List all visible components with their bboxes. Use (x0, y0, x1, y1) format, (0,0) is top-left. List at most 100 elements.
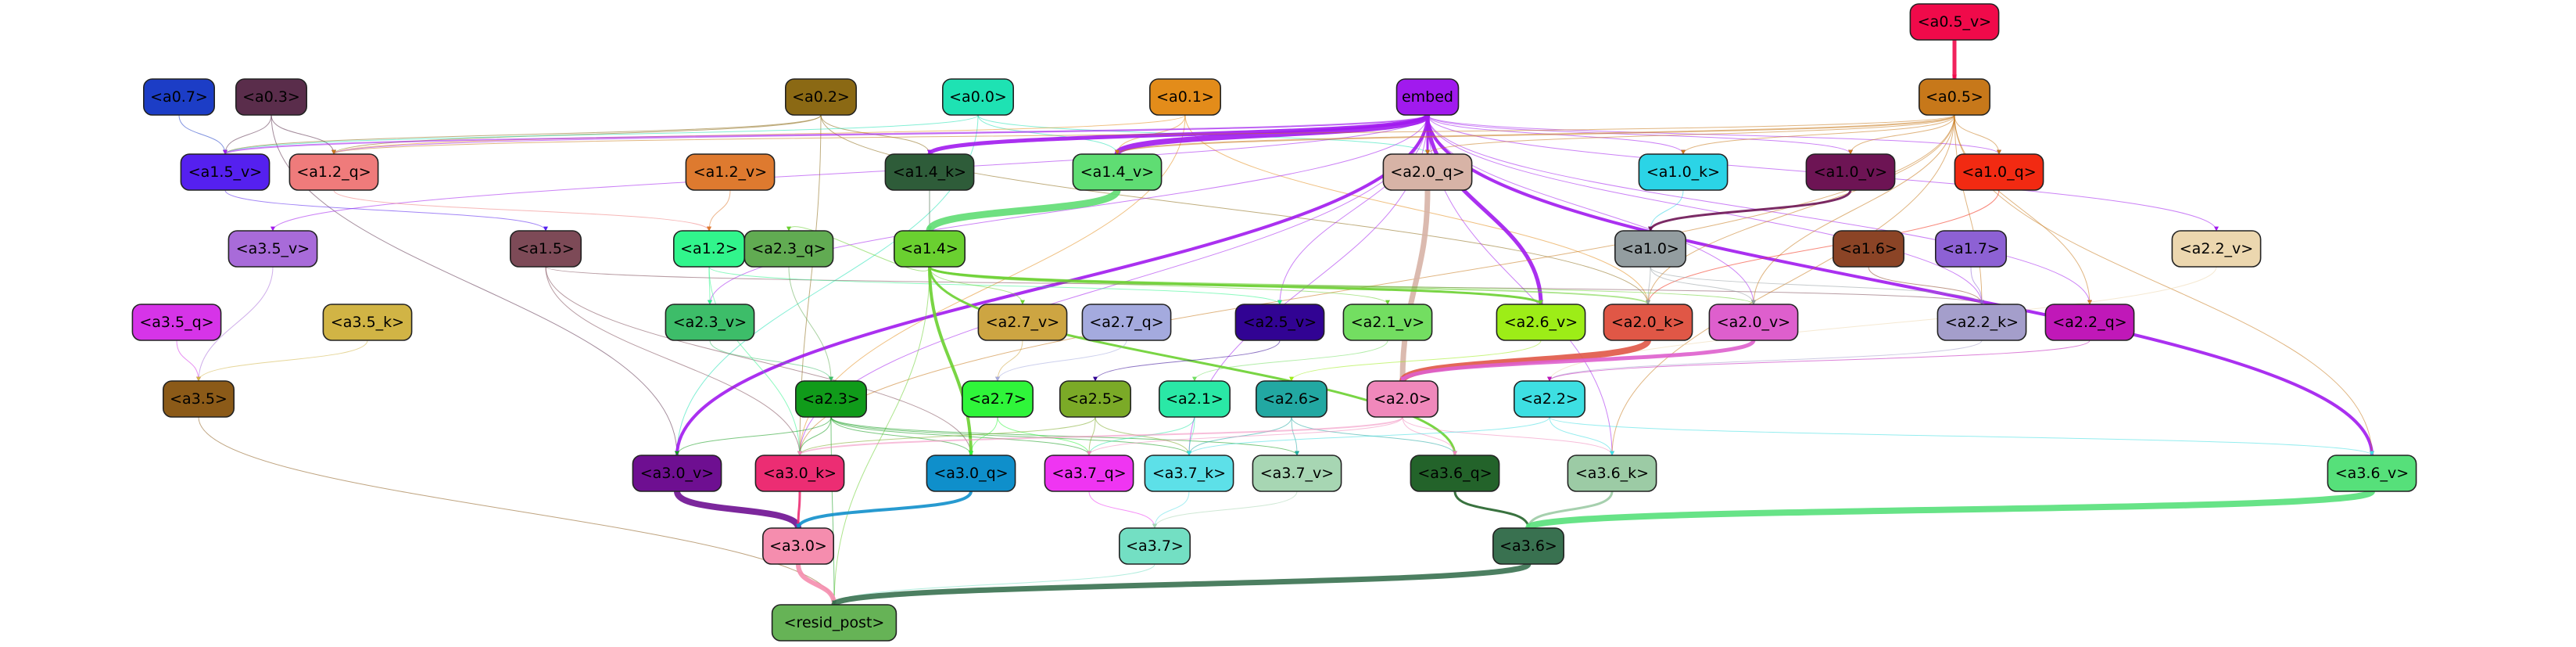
edge-a1_2_q-to-a1_2 (333, 189, 711, 232)
edge-a2_6_v-to-a2_6 (1289, 340, 1542, 382)
edge-a2_3_q-to-a2_3 (788, 266, 833, 382)
node-a0_1[interactable]: <a0.1> (1149, 78, 1222, 116)
node-a0_5_v[interactable]: <a0.5_v> (1909, 3, 2000, 41)
node-label-a0_5: <a0.5> (1926, 88, 1983, 106)
node-a1_5_v[interactable]: <a1.5_v> (180, 153, 270, 191)
node-label-a0_2: <a0.2> (792, 88, 850, 106)
node-box-a2_6_v (1496, 304, 1586, 341)
node-a2_2[interactable]: <a2.2> (1514, 380, 1586, 418)
edge-a0_5-to-a1_0_k (1681, 114, 1955, 155)
node-a2_3_q[interactable]: <a2.3_q> (743, 230, 834, 268)
node-box-a3_5_q (131, 304, 222, 341)
node-a2_6_v[interactable]: <a2.6_v> (1496, 304, 1586, 341)
node-a2_7[interactable]: <a2.7> (962, 380, 1034, 418)
edge-embed-to-a3_0_v (675, 114, 1429, 456)
node-a3_7_v[interactable]: <a3.7_v> (1252, 455, 1342, 492)
node-a3_5[interactable]: <a3.5> (163, 380, 235, 418)
node-box-a3_7 (1119, 527, 1191, 565)
node-a3_5_k[interactable]: <a3.5_k> (322, 304, 413, 341)
node-box-a2_2_v (2171, 230, 2262, 268)
node-box-a2_3_v (665, 304, 755, 341)
node-a2_1[interactable]: <a2.1> (1159, 380, 1231, 418)
edge-a2_1-to-a3_7_k (1187, 416, 1195, 456)
node-resid_post[interactable]: <resid_post> (771, 604, 897, 642)
node-a1_2_q[interactable]: <a1.2_q> (288, 153, 379, 191)
node-label-a3_5_q: <a3.5_q> (139, 314, 213, 331)
node-box-a3_0_q (926, 455, 1016, 492)
node-a2_2_q[interactable]: <a2.2_q> (2044, 304, 2135, 341)
node-a3_0_k[interactable]: <a3.0_k> (754, 455, 845, 492)
node-a1_0_v[interactable]: <a1.0_v> (1805, 153, 1896, 191)
node-a2_0_q[interactable]: <a2.0_q> (1382, 153, 1473, 191)
node-label-a3_7_v: <a3.7_v> (1260, 465, 1334, 482)
node-a1_4_k[interactable]: <a1.4_k> (884, 153, 975, 191)
node-a1_0_k[interactable]: <a1.0_k> (1638, 153, 1729, 191)
node-a1_2[interactable]: <a1.2> (672, 230, 745, 268)
node-a1_4_v[interactable]: <a1.4_v> (1072, 153, 1163, 191)
node-a3_6_q[interactable]: <a3.6_q> (1410, 455, 1500, 492)
node-a1_4[interactable]: <a1.4> (894, 230, 966, 268)
node-embed[interactable]: embed (1395, 78, 1460, 116)
node-label-a3_6: <a3.6> (1499, 537, 1557, 555)
node-a2_2_k[interactable]: <a2.2_k> (1936, 304, 2027, 341)
node-a2_3_v[interactable]: <a2.3_v> (665, 304, 755, 341)
edge-a3_5_v-to-a3_5 (196, 266, 274, 382)
node-a2_6[interactable]: <a2.6> (1256, 380, 1328, 418)
node-a2_0[interactable]: <a2.0> (1367, 380, 1439, 418)
edge-a1_4-to-a3_0_q (928, 266, 973, 456)
node-a1_0[interactable]: <a1.0> (1614, 230, 1687, 268)
node-a3_6_k[interactable]: <a3.6_k> (1567, 455, 1657, 492)
edge-a1_4-to-a2_6_v (928, 265, 1543, 306)
node-box-a3_7_k (1144, 455, 1234, 492)
node-a3_6[interactable]: <a3.6> (1492, 527, 1565, 565)
edge-a0_5-to-a2_2_k (1954, 114, 1984, 305)
node-a0_0[interactable]: <a0.0> (942, 78, 1015, 116)
node-a2_5[interactable]: <a2.5> (1059, 380, 1132, 418)
node-box-a0_3 (235, 78, 307, 116)
node-a1_6[interactable]: <a1.6> (1833, 230, 1905, 268)
node-a3_6_v[interactable]: <a3.6_v> (2327, 455, 2417, 492)
node-a3_0_v[interactable]: <a3.0_v> (632, 455, 722, 492)
node-box-a2_2_q (2044, 304, 2135, 341)
node-a1_2_v[interactable]: <a1.2_v> (685, 153, 776, 191)
node-label-a2_7: <a2.7> (969, 390, 1026, 408)
node-a0_7[interactable]: <a0.7> (143, 78, 216, 116)
node-a0_5[interactable]: <a0.5> (1919, 78, 1991, 116)
edge-a2_5-to-a3_0_k (797, 416, 1096, 456)
node-a2_1_v[interactable]: <a2.1_v> (1342, 304, 1433, 341)
edge-a2_0-to-a3_6_k (1402, 416, 1614, 456)
node-a2_5_v[interactable]: <a2.5_v> (1234, 304, 1325, 341)
node-label-a3_0_q: <a3.0_q> (933, 465, 1008, 482)
node-a0_2[interactable]: <a0.2> (784, 78, 857, 116)
node-a1_0_q[interactable]: <a1.0_q> (1954, 153, 2044, 191)
edge-a1_5-to-a3_0_k (545, 266, 802, 456)
edge-a0_5-to-a2_0_q (1425, 114, 1955, 155)
node-label-a2_5_v: <a2.5_v> (1243, 314, 1317, 331)
node-a3_0_q[interactable]: <a3.0_q> (926, 455, 1016, 492)
node-a1_5[interactable]: <a1.5> (509, 230, 582, 268)
edge-embed-to-a1_0_v (1427, 114, 1853, 155)
node-a2_2_v[interactable]: <a2.2_v> (2171, 230, 2262, 268)
node-a0_3[interactable]: <a0.3> (235, 78, 307, 116)
node-a3_5_q[interactable]: <a3.5_q> (131, 304, 222, 341)
node-a3_5_v[interactable]: <a3.5_v> (228, 230, 318, 268)
node-a2_0_v[interactable]: <a2.0_v> (1708, 304, 1799, 341)
edge-a2_7-to-a3_7_q (997, 416, 1091, 456)
node-a3_7_q[interactable]: <a3.7_q> (1044, 455, 1134, 492)
node-label-embed: embed (1402, 88, 1453, 106)
edge-a1_0_k-to-a1_0 (1648, 189, 1684, 232)
node-box-a2_5 (1059, 380, 1132, 418)
edge-a2_2_q-to-a2_2 (1547, 340, 2091, 382)
edge-a1_4-to-a2_0_v (929, 266, 1756, 305)
node-a2_7_v[interactable]: <a2.7_v> (977, 304, 1068, 341)
node-a3_7[interactable]: <a3.7> (1119, 527, 1191, 565)
node-a1_7[interactable]: <a1.7> (1935, 230, 2008, 268)
node-label-a3_5_v: <a3.5_v> (236, 240, 310, 257)
node-a3_7_k[interactable]: <a3.7_k> (1144, 455, 1234, 492)
node-a3_0[interactable]: <a3.0> (761, 527, 834, 565)
node-box-a3_5 (163, 380, 235, 418)
node-a2_0_k[interactable]: <a2.0_k> (1603, 304, 1693, 341)
node-a2_7_q[interactable]: <a2.7_q> (1081, 304, 1172, 341)
node-label-a2_0_v: <a2.0_v> (1717, 314, 1790, 331)
node-a2_3[interactable]: <a2.3> (794, 380, 867, 418)
